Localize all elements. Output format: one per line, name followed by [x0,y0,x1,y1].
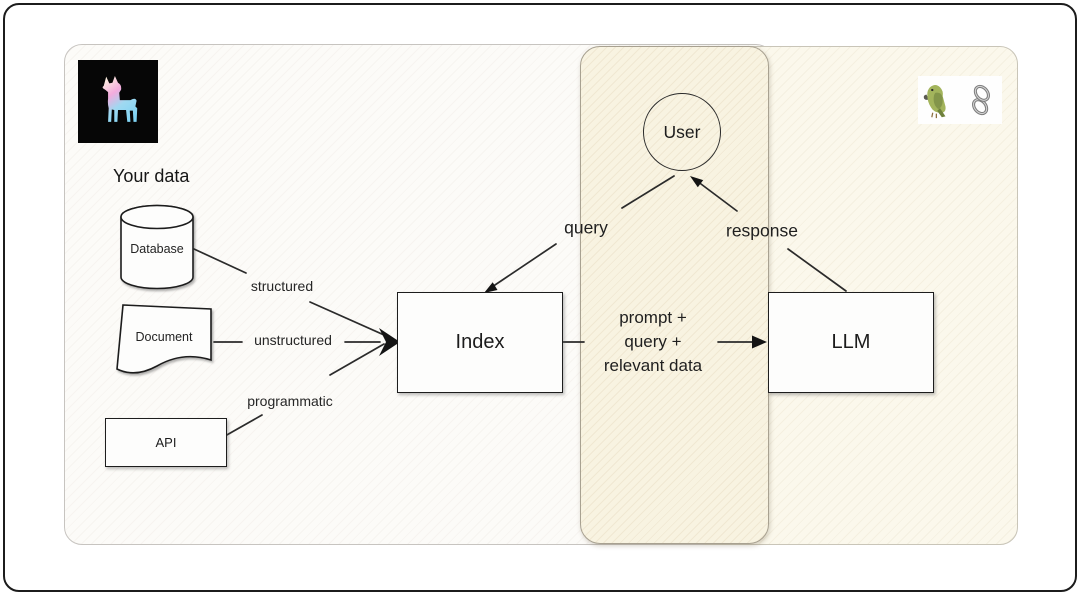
llm-label: LLM [831,331,871,353]
api-box: API [105,418,227,467]
llamaindex-logo [78,60,158,143]
arrowhead-response-into-user [690,176,704,188]
prompt-line-2: query + [624,332,682,351]
query-edge-label: query [564,217,608,238]
llm-box: LLM [768,292,934,393]
api-label: API [155,435,177,450]
user-label: User [663,121,701,142]
arrowhead-into-llm [752,335,767,349]
prompt-line-1: prompt + [619,308,687,327]
structured-edge-label: structured [250,278,314,294]
chain-link-icon [972,84,990,116]
response-edge-label: response [726,220,798,241]
parrot-icon [923,85,946,119]
unstructured-edge-label: unstructured [254,332,332,348]
database-cylinder-shape [120,204,194,290]
edge-response [696,180,847,292]
document-sheet-shape [116,304,212,374]
prompt-line-3: relevant data [603,356,703,375]
index-box: Index [397,292,563,393]
edge-lines [193,175,847,437]
arrowhead-into-index-left [379,328,400,356]
document-label: Document [135,330,193,344]
user-circle: User [643,93,721,171]
langchain-logo [918,76,1002,124]
index-label: Index [455,331,505,353]
edge-programmatic [224,343,385,437]
arrowhead-query-into-index [484,282,498,293]
edge-query [488,175,675,290]
edge-structured [193,248,385,336]
your-data-title: Your data [113,166,190,186]
prompt-query-data-label: prompt + query + relevant data [604,306,702,378]
database-label: Database [130,242,184,256]
llama-icon [102,75,138,122]
programmatic-edge-label: programmatic [247,393,333,409]
arrowheads [379,176,767,356]
